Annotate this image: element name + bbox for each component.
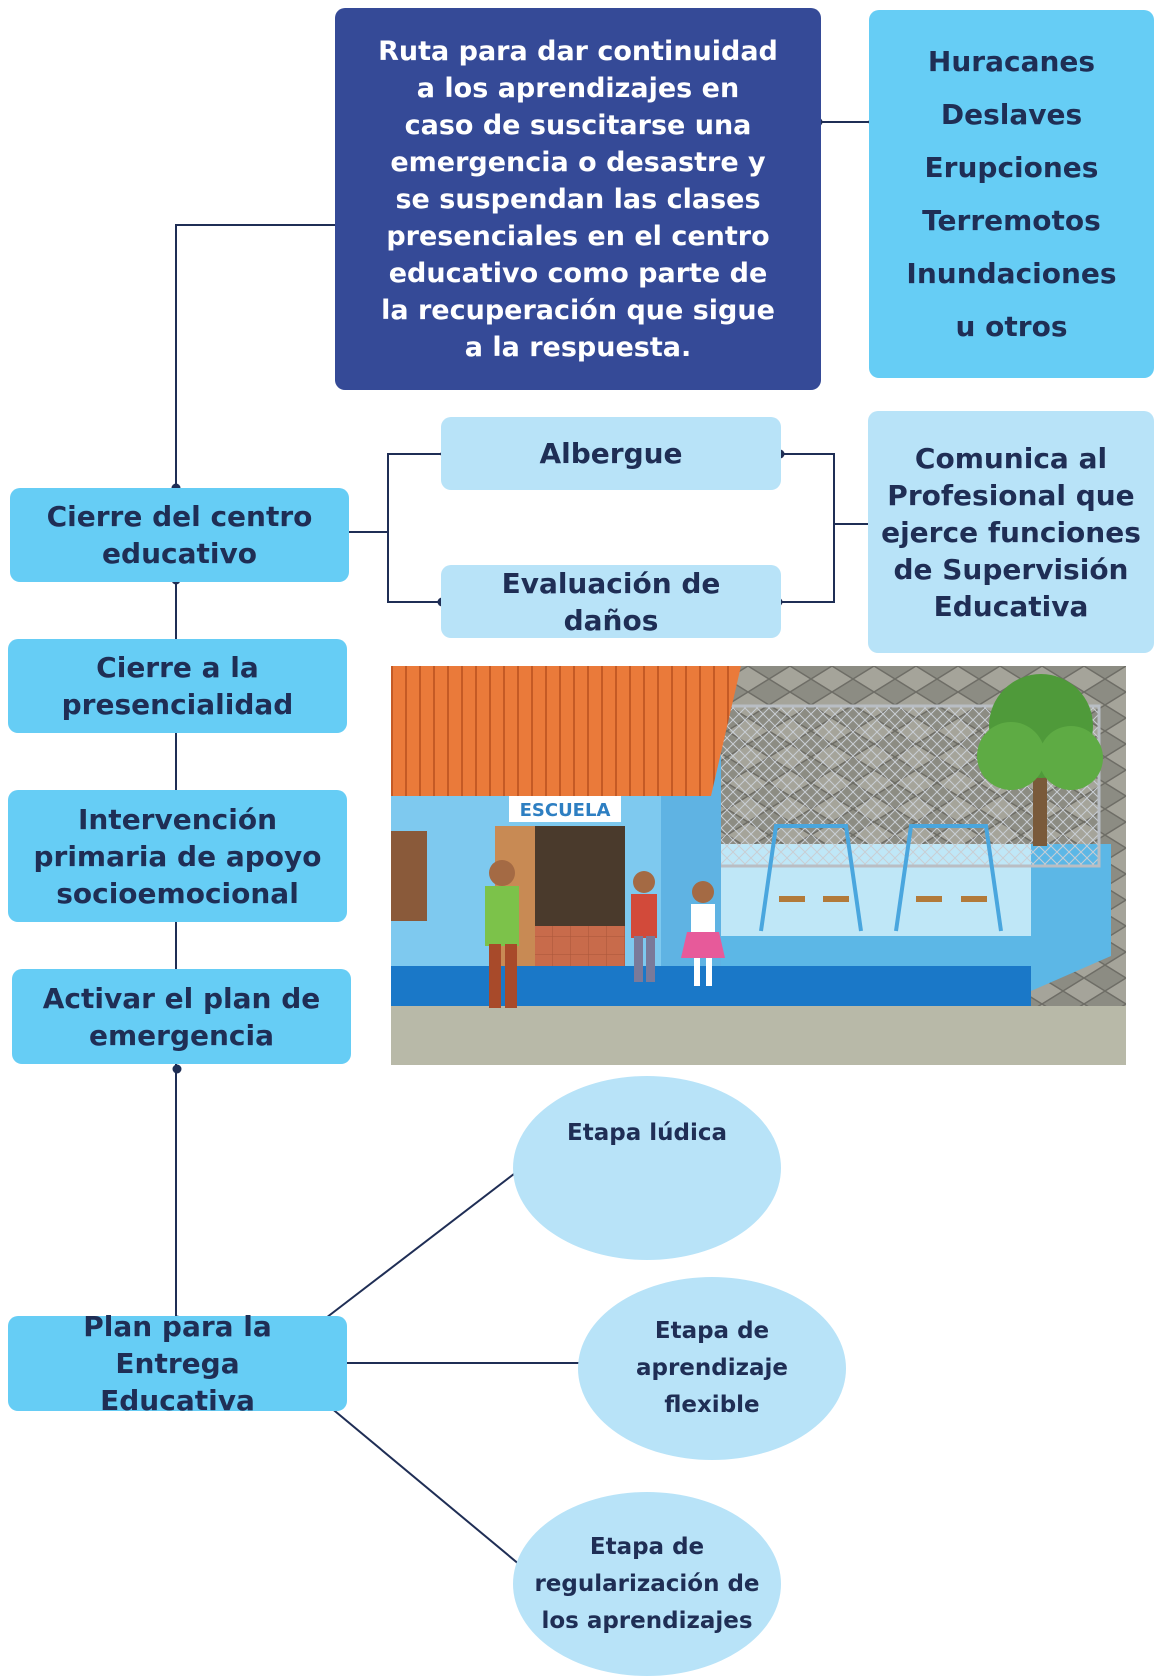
title-line: a los aprendizajes en: [416, 72, 740, 104]
comunica-line: Comunica al: [914, 441, 1108, 475]
intervencion-line: Intervención: [77, 802, 278, 836]
comunica-line: de Supervisión: [893, 552, 1129, 586]
activar-box: Activar el plan de emergencia: [12, 969, 351, 1064]
etapa-flexible-line: flexible: [664, 1392, 760, 1418]
etapa-flexible-ellipse: Etapa de aprendizaje flexible: [578, 1277, 846, 1460]
connector-dot: [172, 1064, 182, 1074]
hazard-item: Huracanes: [927, 45, 1096, 78]
connector-title-closure: [175, 224, 343, 488]
hazard-item: u otros: [955, 310, 1068, 343]
albergue-box: Albergue: [441, 417, 781, 490]
connector-plan-ludica: [321, 1163, 528, 1322]
intervencion-box: Intervención primaria de apoyo socioemoc…: [8, 790, 347, 922]
etapa-regularizacion-line: los aprendizajes: [541, 1607, 753, 1634]
comunica-line: ejerce funciones: [881, 515, 1141, 549]
presencialidad-box: Cierre a la presencialidad: [8, 639, 347, 733]
closure-box: Cierre del centro educativo: [10, 488, 349, 582]
evaluacion-box: Evaluación de daños: [441, 565, 781, 638]
comunica-line: Profesional que: [887, 478, 1135, 512]
activar-line: Activar el plan de: [42, 981, 321, 1015]
tree-trunk: [1033, 756, 1047, 846]
comunica-box: Comunica al Profesional que ejerce funci…: [868, 411, 1154, 653]
student-boy-figure: [631, 871, 657, 982]
evaluacion-label: Evaluación de daños: [501, 566, 721, 637]
window: [391, 831, 427, 921]
comunica-line: Educativa: [933, 589, 1089, 623]
closure-line: Cierre del centro: [46, 500, 313, 533]
title-line: Ruta para dar continuidad: [378, 35, 778, 67]
title-line: emergencia o desastre y: [390, 146, 766, 178]
etapa-ludica-line: Etapa lúdica: [567, 1119, 727, 1146]
albergue-label: Albergue: [539, 437, 683, 470]
connector-branch-options: [387, 453, 445, 603]
etapa-regularizacion-ellipse: Etapa de regularización de los aprendiza…: [513, 1492, 781, 1676]
presencialidad-line: Cierre a la: [96, 651, 259, 684]
intervencion-line: primaria de apoyo: [33, 839, 322, 873]
etapa-regularizacion-line: regularización de: [534, 1570, 760, 1597]
school-sign: [509, 796, 621, 822]
school-illustration: ESCUELA: [391, 666, 1126, 1065]
plan-box: Plan para la Entrega Educativa: [8, 1310, 347, 1417]
title-line: la recuperación que sigue: [381, 294, 775, 326]
etapa-ludica-ellipse: Etapa lúdica: [513, 1076, 781, 1260]
intervencion-line: socioemocional: [56, 876, 299, 910]
connector-plan-regularizacion: [323, 1401, 527, 1571]
hazard-item: Deslaves: [940, 98, 1083, 131]
title-line: se suspendan las clases: [395, 183, 761, 215]
hazard-item: Terremotos: [922, 204, 1101, 237]
plan-line: Plan para la Entrega: [83, 1310, 272, 1380]
school-roof: [391, 666, 741, 796]
hazard-item: Erupciones: [924, 151, 1099, 184]
etapa-regularizacion-line: Etapa de: [589, 1533, 705, 1560]
connector-options-join: [778, 453, 835, 603]
teacher-figure: [485, 860, 519, 1008]
hazard-item: Inundaciones: [906, 257, 1117, 290]
title-line: presenciales en el centro: [386, 220, 770, 252]
student-girl-figure: [681, 881, 725, 986]
etapa-flexible-line: aprendizaje: [635, 1355, 789, 1381]
plan-line: Educativa: [100, 1384, 255, 1417]
title-line: caso de suscitarse una: [404, 109, 752, 141]
title-line: a la respuesta.: [464, 331, 692, 363]
activar-line: emergencia: [88, 1018, 275, 1052]
hazards-box: Huracanes Deslaves Erupciones Terremotos…: [869, 10, 1154, 378]
etapa-flexible-line: Etapa de: [654, 1318, 770, 1344]
swing-set: [759, 824, 1003, 932]
title-line: educativo como parte de: [388, 257, 768, 289]
title-box: Ruta para dar continuidad a los aprendiz…: [335, 8, 821, 390]
sidewalk: [391, 1006, 1126, 1065]
presencialidad-line: presencialidad: [61, 688, 294, 721]
school-sign-text: ESCUELA: [520, 800, 611, 821]
closure-line: educativo: [102, 537, 257, 570]
